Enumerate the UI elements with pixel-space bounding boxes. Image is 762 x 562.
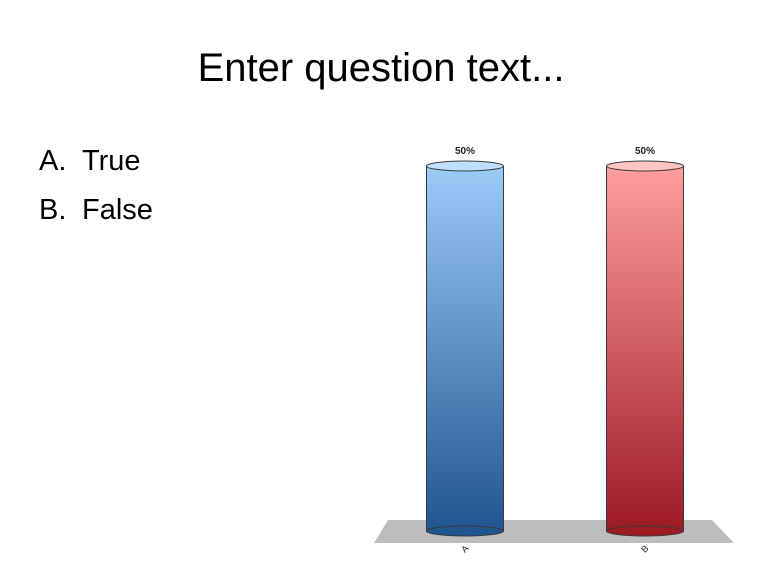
bar-a: [426, 165, 504, 532]
answer-text: False: [82, 194, 153, 226]
answer-text: True: [82, 145, 141, 177]
question-title: Enter question text...: [197, 46, 565, 90]
x-tick-label-a: A: [459, 543, 470, 554]
bar-base-a: [426, 525, 504, 537]
answer-letter: B.: [39, 194, 67, 226]
answer-option-b[interactable]: B. False: [39, 186, 153, 235]
bar-base-b: [606, 525, 684, 537]
answer-option-a[interactable]: A. True: [39, 137, 153, 186]
answer-list: A. True B. False: [39, 137, 153, 235]
bar-top-a: [426, 160, 504, 172]
x-tick-label-b: B: [639, 543, 650, 554]
bar-top-b: [606, 160, 684, 172]
data-label-b: 50%: [635, 146, 655, 157]
answer-letter: A.: [39, 145, 67, 177]
data-label-a: 50%: [455, 146, 475, 157]
bar-b: [606, 165, 684, 532]
